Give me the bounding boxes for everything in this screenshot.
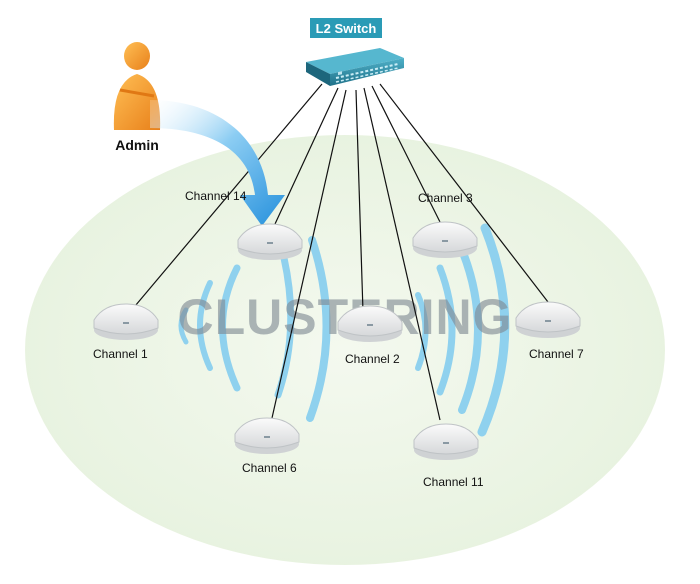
ap-channel-14 — [237, 223, 303, 260]
switch-label: L2 Switch — [316, 21, 377, 36]
cable — [274, 87, 339, 225]
wave-arc — [458, 246, 482, 414]
label-channel-3: Channel 3 — [418, 191, 473, 205]
ap-channel-11 — [413, 423, 479, 460]
ap-channel-1 — [93, 303, 159, 340]
switch-top — [306, 48, 404, 74]
wave-arc — [219, 264, 241, 392]
label-channel-7: Channel 7 — [529, 347, 584, 361]
l2-switch: L2 Switch — [306, 18, 404, 86]
admin-person-icon — [113, 42, 161, 130]
switch-ports — [338, 71, 342, 76]
cable — [129, 83, 323, 313]
wave-arc — [477, 223, 510, 437]
label-channel-1: Channel 1 — [93, 347, 148, 361]
ap-channel-2 — [337, 305, 403, 342]
label-channel-11: Channel 11 — [423, 475, 484, 489]
cluster-area — [25, 135, 665, 565]
label-channel-2: Channel 2 — [345, 352, 400, 366]
wave-arc — [178, 307, 189, 345]
label-channel-14: Channel 14 — [185, 189, 247, 203]
wave-arc — [197, 280, 213, 371]
ap-channel-7 — [515, 301, 581, 338]
ap-channel-3 — [412, 221, 478, 258]
cables — [129, 83, 549, 421]
signal-waves — [178, 223, 510, 437]
cable — [379, 83, 549, 303]
admin-label: Admin — [115, 137, 159, 153]
wave-arc — [415, 292, 429, 371]
wave-arc — [436, 264, 456, 396]
cable — [271, 89, 347, 419]
switch-badge — [310, 18, 382, 38]
admin-arrow — [150, 100, 285, 226]
cable — [363, 87, 441, 421]
switch-side — [306, 62, 330, 86]
cable — [355, 89, 364, 313]
ap-channel-6 — [234, 417, 300, 454]
wave-arc — [306, 236, 331, 422]
wave-arc — [274, 254, 295, 399]
cable — [371, 85, 441, 223]
label-channel-6: Channel 6 — [242, 461, 297, 475]
